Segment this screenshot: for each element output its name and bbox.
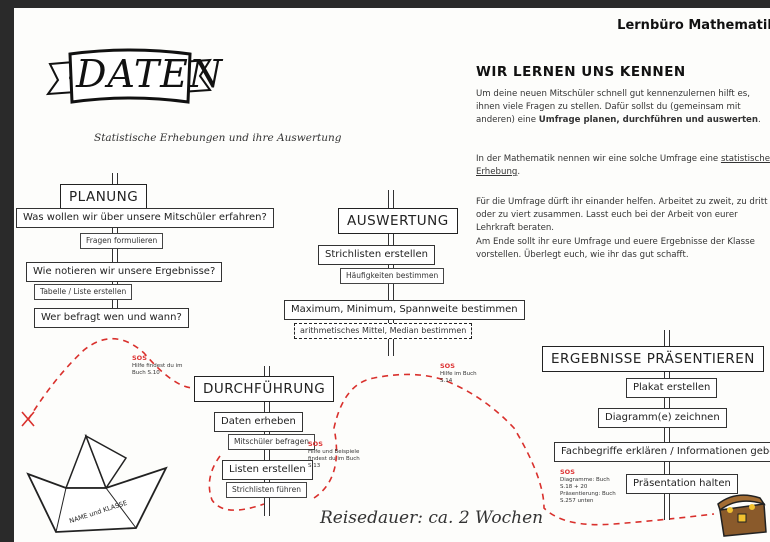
durchfuehrung-title: DURCHFÜHRUNG — [194, 376, 335, 402]
praesentation-p4: Präsentation halten — [626, 474, 738, 494]
sos-text: Hilfe findest du im Buch S.10 — [132, 362, 183, 376]
praesentation-p2: Diagramm(e) zeichnen — [598, 408, 727, 428]
durchfuehrung-s1: Mitschüler befragen — [228, 434, 316, 450]
auswertung-a1: Strichlisten erstellen — [318, 245, 435, 265]
sos-label: SOS — [308, 440, 323, 448]
intro-heading: WIR LERNEN UNS KENNEN — [476, 64, 686, 80]
intro-text: In der Mathematik nennen wir eine solche… — [476, 154, 721, 164]
sos-text: Diagramme: Buch S.18 + 20 Präsentierung:… — [560, 476, 616, 504]
sos-text: Hilfe im Buch S.14 — [440, 370, 477, 384]
logo-title: DATEN — [76, 52, 224, 96]
brand-title: Lernbüro Mathematik — [617, 18, 770, 33]
route-path — [21, 337, 715, 526]
durchfuehrung-d2: Listen erstellen — [222, 460, 313, 480]
intro-text: Um deine neuen Mitschüler schnell gut ke… — [476, 89, 750, 125]
intro-paragraph-4: Am Ende sollt ihr eure Umfrage und euere… — [476, 237, 755, 260]
intro-bold-text: Umfrage planen, durchführen und auswerte… — [538, 115, 759, 125]
sos-hint-1: SOS Hilfe findest du im Buch S.10 — [132, 354, 196, 377]
intro-paragraph-1: Um deine neuen Mitschüler schnell gut ke… — [476, 88, 768, 127]
durchfuehrung-d1: Daten erheben — [214, 412, 303, 432]
planung-s1: Fragen formulieren — [80, 233, 164, 249]
durchfuehrung-s2: Strichlisten führen — [226, 482, 307, 498]
planung-q3: Wer befragt wen und wann? — [34, 308, 189, 328]
statistische-erhebung-link[interactable]: statistische Erhebung — [476, 154, 770, 177]
logo-subtitle: Statistische Erhebungen und ihre Auswert… — [94, 132, 342, 144]
treasure-chest-icon — [717, 494, 767, 537]
sos-hint-3: SOS Hilfe und Beispiele findest du im Bu… — [308, 440, 370, 470]
sos-text: Hilfe und Beispiele findest du im Buch S… — [308, 448, 360, 469]
auswertung-s1: Häufigkeiten bestimmen — [340, 268, 445, 284]
auswertung-s2: arithmetisches Mittel, Median bestimmen — [294, 323, 473, 339]
travel-duration: Reisedauer: ca. 2 Wochen — [320, 508, 544, 528]
sos-label: SOS — [132, 354, 147, 362]
planung-q1: Was wollen wir über unsere Mitschüler er… — [16, 208, 274, 228]
planung-title: PLANUNG — [60, 184, 148, 210]
auswertung-a2: Maximum, Minimum, Spannweite bestimmen — [284, 300, 525, 320]
intro-text: . — [517, 167, 521, 177]
planung-q2: Wie notieren wir unsere Ergebnisse? — [26, 262, 223, 282]
sos-hint-2: SOS Hilfe im Buch S.14 — [440, 362, 480, 385]
paper-boat-icon — [26, 433, 168, 533]
praesentation-p3: Fachbegriffe erklären / Informationen ge… — [554, 442, 770, 462]
intro-paragraph-2: In der Mathematik nennen wir eine solche… — [476, 153, 770, 179]
intro-paragraph-3: Für die Umfrage dürft ihr einander helfe… — [476, 197, 768, 233]
worksheet-page: Lernbüro Mathematik DATEN Statistische E… — [14, 8, 770, 542]
intro-text: . — [758, 115, 761, 125]
praesentation-p1: Plakat erstellen — [626, 378, 718, 398]
daten-banner-icon — [45, 48, 212, 104]
auswertung-title: AUSWERTUNG — [338, 208, 458, 234]
sos-label: SOS — [560, 468, 575, 476]
sos-hint-4: SOS Diagramme: Buch S.18 + 20 Präsentier… — [560, 468, 620, 504]
planung-s2: Tabelle / Liste erstellen — [34, 284, 133, 300]
sos-label: SOS — [440, 362, 455, 370]
praesentation-title: ERGEBNISSE PRÄSENTIEREN — [542, 346, 764, 372]
